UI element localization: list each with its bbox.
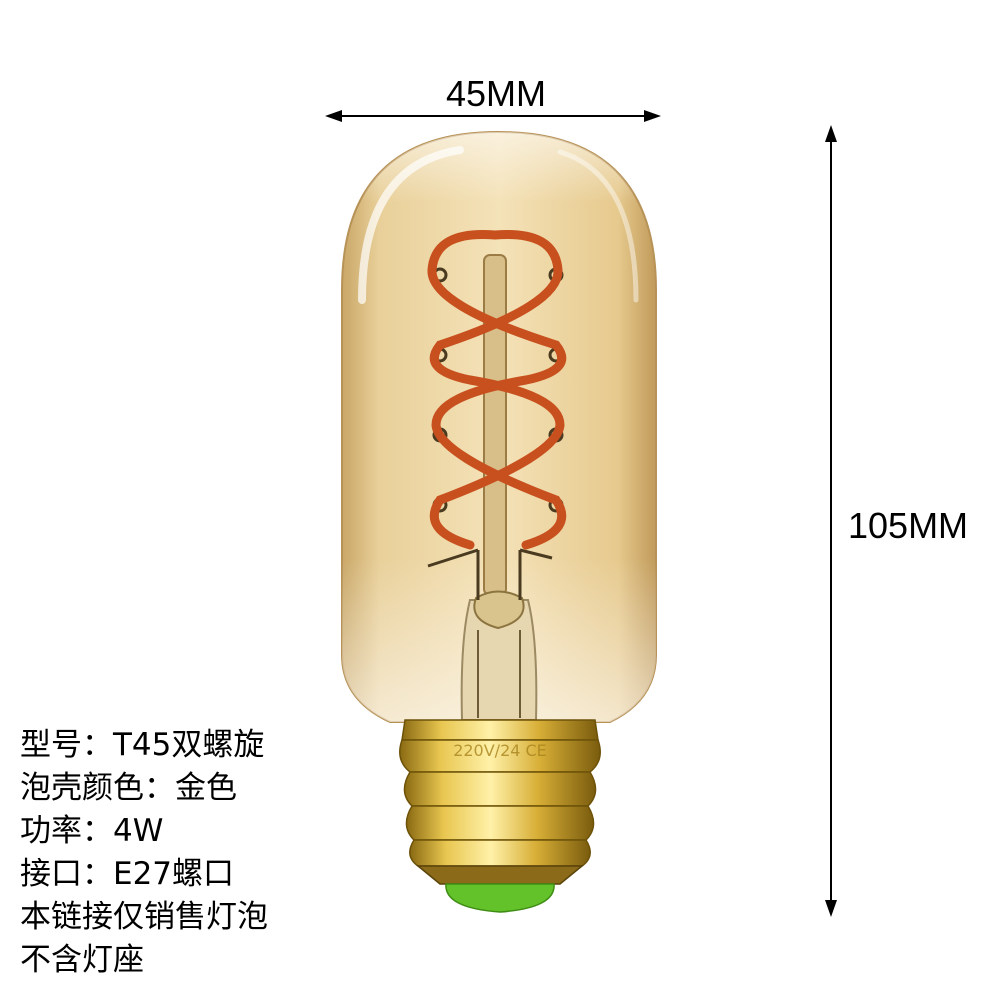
- spec-glass-color: 泡壳颜色：金色: [20, 770, 237, 806]
- width-dimension-label: 45MM: [446, 73, 547, 114]
- spec-power: 功率：4W: [20, 813, 164, 849]
- spec-note-no-holder: 不含灯座: [20, 942, 144, 978]
- spiral-filament: [427, 229, 567, 550]
- spec-socket: 接口：E27螺口: [20, 856, 235, 892]
- height-dimension-arrow: [825, 125, 837, 917]
- spec-note-bulb-only: 本链接仅销售灯泡: [20, 899, 268, 935]
- product-spec-list: 型号：T45双螺旋 泡壳颜色：金色 功率：4W 接口：E27螺口 本链接仅销售灯…: [20, 724, 268, 982]
- spec-model: 型号：T45双螺旋: [20, 727, 265, 763]
- base-tip-contact: [445, 883, 555, 913]
- width-dimension-arrow: [325, 110, 661, 122]
- height-dimension-label: 105MM: [848, 505, 969, 546]
- e27-screw-base: 220V/24 CE: [399, 719, 601, 885]
- base-marking: 220V/24 CE: [453, 741, 547, 760]
